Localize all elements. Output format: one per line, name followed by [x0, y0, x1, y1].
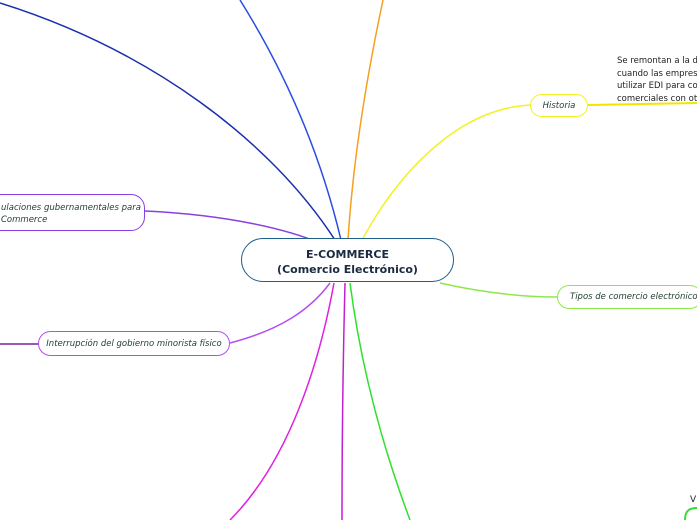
branch-magenta [229, 282, 335, 520]
branch-green [349, 282, 411, 520]
central-topic[interactable]: E-COMMERCE (Comercio Electrónico) [241, 238, 454, 282]
branch-darkblue [0, 2, 336, 241]
branch-magenta2 [341, 282, 346, 520]
topic-historia[interactable]: Historia [530, 94, 588, 117]
branch-historia [361, 104, 532, 241]
bottom-right-node-edge [684, 507, 697, 520]
topic-tipos[interactable]: Tipos de comercio electrónico [557, 285, 697, 309]
branch-blue [239, 0, 342, 241]
historia-underline [587, 102, 697, 106]
historia-note: Se remontan a la d cuando las empres uti… [617, 56, 697, 104]
central-title: E-COMMERCE [306, 248, 389, 261]
topic-regulaciones[interactable]: ulaciones gubernamentales para Commerce [0, 194, 145, 231]
branch-tipos [439, 282, 558, 298]
branch-interrupcion [229, 282, 331, 344]
partial-text: V [690, 495, 697, 505]
branch-orange [347, 0, 384, 241]
topic-interrupcion[interactable]: Interrupción del gobierno minorista físi… [38, 331, 230, 356]
central-subtitle: (Comercio Electrónico) [277, 263, 418, 276]
